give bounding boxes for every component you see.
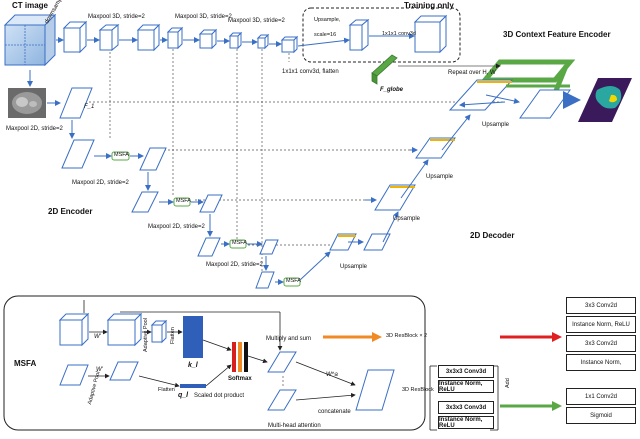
softmax-label: Softmax: [228, 376, 252, 382]
legend-right-6: Sigmoid: [566, 407, 636, 424]
msfa-planes: [59, 351, 395, 411]
add-label: Add: [505, 378, 511, 388]
msfa-box-label-4: MSFA: [286, 278, 301, 284]
repeat-label: Repeat over H, W: [448, 70, 496, 76]
flatten-label-1: Flatten: [170, 327, 176, 344]
multiply-sum-label: Multiply and sum: [266, 336, 312, 342]
maxpool3d-label-3: Maxpool 3D, stride=2: [228, 18, 285, 24]
legend-right-5: 1x1 Conv2d: [566, 388, 636, 405]
upsample-scale-label: Upsample,: [314, 17, 341, 23]
context-encoder-label: 3D Context Feature Encoder: [503, 30, 611, 39]
maxpool2d-label-1: Maxpool 2D, stride=2: [6, 126, 63, 132]
q-l-label: q_l: [178, 392, 189, 399]
resblock-x2-label: 3D ResBlock × 2: [386, 333, 428, 339]
ct-image-cube: [3, 13, 57, 67]
f-globe-label: F_globe: [380, 87, 404, 93]
msfa-detail-box: [3, 295, 426, 431]
decoder-arrows: [299, 94, 520, 281]
k-l-label: k_l: [188, 362, 198, 369]
legend-right-2: Instance Norm, ReLU: [566, 316, 636, 333]
scaled-dot-label: Scaled dot product: [194, 393, 245, 399]
conv-flatten-label: 1x1x1 conv3d, flatten: [282, 69, 339, 75]
encoder-2d-arrows: [69, 120, 284, 285]
w-alpha-label: W^a: [326, 372, 338, 378]
training-only-label: Training only: [404, 1, 454, 10]
resblock-bracket: [429, 365, 499, 431]
msfa-lines: [83, 300, 356, 401]
legend-left-4: Instance Norm, ReLU: [438, 416, 494, 429]
segmentation-output: [578, 78, 632, 122]
legend-left-2: Instance Norm, ReLU: [438, 380, 494, 393]
encoder-2d-planes: [59, 87, 279, 289]
conv1x1-label: 1x1x1 conv3d: [382, 31, 416, 37]
encoder-2d-label: 2D Encoder: [48, 207, 93, 216]
softmax-bars: [232, 342, 248, 372]
msfa-cubes: [58, 312, 168, 347]
w-prime-label-1: W': [94, 334, 101, 340]
maxpool3d-label-2: Maxpool 3D, stride=2: [175, 14, 232, 20]
legend-left-3: 3x3x3 Conv3d: [438, 401, 494, 414]
decoder-2d-label: 2D Decoder: [470, 231, 515, 240]
legend-right-1: 3x3 Conv2d: [566, 297, 636, 314]
legend-right-4: Instance Norm,: [566, 354, 636, 371]
encoder-3d-arrows: [87, 37, 282, 47]
k-l-bar: [183, 316, 203, 358]
maxpool2d-label-2: Maxpool 2D, stride=2: [72, 180, 129, 186]
legend-arrows: [323, 332, 562, 411]
maxpool2d-label-3: Maxpool 2D, stride=2: [148, 224, 205, 230]
upsample-label-2: Upsample: [426, 174, 454, 180]
training-only-box: [302, 7, 461, 63]
decoder-planes: [329, 79, 571, 251]
msfa-box-label-3: MSFA: [232, 240, 247, 246]
legend-right-3: 3x3 Conv2d: [566, 335, 636, 352]
scale16-label: scale=16: [314, 32, 337, 38]
maxpool2d-label-4: Maxpool 2D, stride=2: [206, 262, 263, 268]
encoder-3d-cubes: [62, 20, 299, 54]
w-prime-label-2: W': [96, 367, 103, 373]
msfa-title: MSFA: [14, 359, 37, 368]
concatenate-label: concatenate: [318, 409, 351, 415]
conv-flatten-bar: [371, 54, 398, 85]
flatten-label-2: Flatten: [158, 387, 175, 393]
q-l-bar: [180, 384, 206, 388]
upsample-label-1: Upsample: [482, 122, 510, 128]
ct-image-label: CT image: [12, 1, 49, 10]
ct-slice: [8, 88, 46, 118]
multihead-label: Multi-head attention: [268, 423, 321, 429]
upsample-label-3: Upsample: [393, 216, 421, 222]
upsample-label-4: Upsample: [340, 264, 368, 270]
maxpool3d-label-1: Maxpool 3D, stride=2: [88, 14, 145, 20]
msfa-box-label-2: MSFA: [176, 198, 191, 204]
adaptive-pool-label-1: Adaptive Pool: [143, 318, 149, 352]
training-cubes: [348, 14, 448, 54]
legend-left-1: 3x3x3 Conv3d: [438, 365, 494, 378]
resblock-label: 3D ResBlock: [402, 387, 434, 393]
f1-label: F_1: [84, 104, 95, 110]
yellow-highlights: [338, 81, 512, 237]
msfa-box-label-1: MSFA: [114, 152, 129, 158]
msfa-small-boxes: [111, 151, 301, 287]
